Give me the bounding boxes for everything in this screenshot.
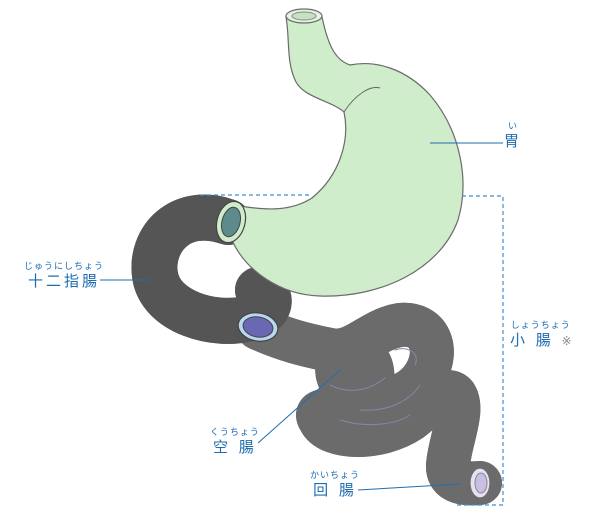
label-small-intestine: しょうちょう 小 腸 ※ xyxy=(510,321,572,350)
leader-lines xyxy=(100,142,503,491)
label-stomach: い 胃 xyxy=(504,122,522,150)
duodenum-text: 十二指腸 xyxy=(28,272,101,290)
label-ileum: かいちょう 回 腸 xyxy=(310,471,360,499)
stomach-ruby: い xyxy=(508,122,519,132)
small-intestine-ruby: しょうちょう xyxy=(510,321,571,331)
ileum-leader xyxy=(357,483,461,491)
ileum-text: 回 腸 xyxy=(313,481,357,499)
jejunum-ruby: くうちょう xyxy=(210,428,260,438)
stomach xyxy=(215,8,464,297)
stomach-text: 胃 xyxy=(504,132,523,150)
small-intestine xyxy=(236,325,502,498)
duodenum xyxy=(154,218,280,345)
jejunum-text: 空 腸 xyxy=(213,438,257,456)
note-mark: ※ xyxy=(561,334,572,348)
small-intestine-bracket xyxy=(200,194,504,506)
label-jejunum: くうちょう 空 腸 xyxy=(210,428,260,456)
ileum-ruby: かいちょう xyxy=(310,471,361,481)
label-duodenum: じゅうにしちょう 十二指腸 xyxy=(24,262,104,290)
jejunum-leader xyxy=(257,369,341,444)
small-intestine-text: 小 腸 xyxy=(510,331,554,349)
duodenum-ruby: じゅうにしちょう xyxy=(24,262,105,272)
